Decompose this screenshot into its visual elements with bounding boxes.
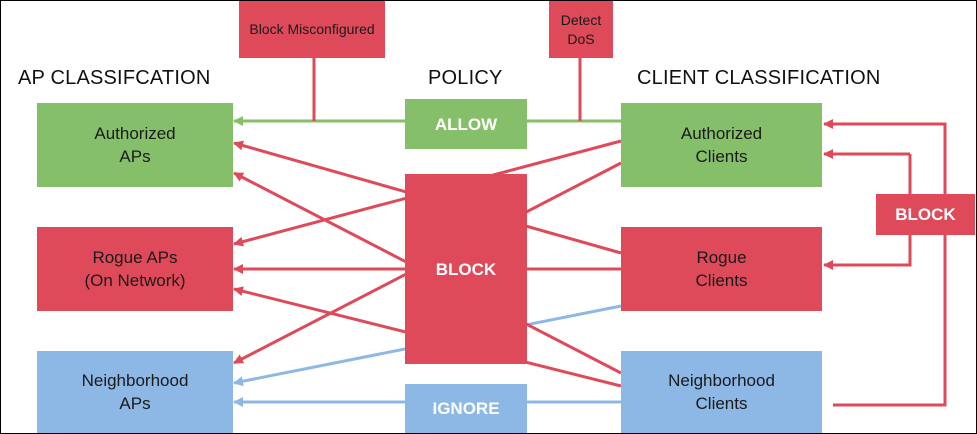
authorized-clients-box: Authorized Clients (621, 103, 822, 187)
detect-dos-tag: Detect DoS (549, 1, 613, 58)
neighborhood-aps-line1: Neighborhood (81, 371, 189, 390)
client-block-loop-inner (823, 154, 912, 270)
policy-heading: POLICY (428, 67, 503, 89)
authorized-clients-line1: Authorized (680, 124, 763, 143)
neighborhood-clients-line1: Neighborhood (668, 371, 775, 390)
rogue-aps-line1: Rogue APs (92, 248, 178, 267)
ap-classification-heading: AP CLASSIFCATION (18, 67, 211, 89)
block-policy-box: BLOCK (405, 174, 527, 364)
rogue-aps-line2: (On Network) (84, 271, 186, 290)
authorized-aps-line2: APs (119, 147, 151, 166)
authorized-aps-line1: Authorized (94, 124, 176, 143)
client-block-loop-outer (823, 119, 947, 407)
neighborhood-aps-line2: APs (119, 394, 151, 413)
neighborhood-clients-line2: Clients (695, 394, 748, 413)
block-misconfigured-line2: Misconfigured (287, 21, 375, 37)
authorized-clients-line2: Clients (695, 147, 748, 166)
client-classification-heading: CLIENT CLASSIFICATION (637, 67, 881, 89)
client-block-policy-box: BLOCK (876, 194, 975, 235)
neighborhood-aps-box: Neighborhood APs (37, 351, 233, 433)
ignore-policy-label: IGNORE (432, 399, 500, 418)
block-misconfigured-line1: Block (249, 21, 284, 37)
allow-policy-box: ALLOW (405, 99, 527, 149)
ignore-policy-box: IGNORE (405, 384, 527, 433)
rogue-clients-box: Rogue Clients (621, 227, 822, 311)
allow-policy-label: ALLOW (434, 114, 498, 134)
client-block-policy-label: BLOCK (895, 205, 956, 224)
detect-dos-line1: Detect (560, 11, 602, 28)
rogue-clients-line2: Clients (695, 271, 748, 290)
block-misconfigured-tag: Block Misconfigured (239, 1, 385, 58)
rogue-clients-line1: Rogue (696, 248, 747, 267)
detect-dos-line2: DoS (567, 30, 595, 47)
rogue-aps-box: Rogue APs (On Network) (37, 227, 233, 311)
authorized-aps-box: Authorized APs (37, 103, 233, 187)
neighborhood-clients-box: Neighborhood Clients (621, 351, 822, 433)
block-policy-label: BLOCK (435, 259, 497, 279)
